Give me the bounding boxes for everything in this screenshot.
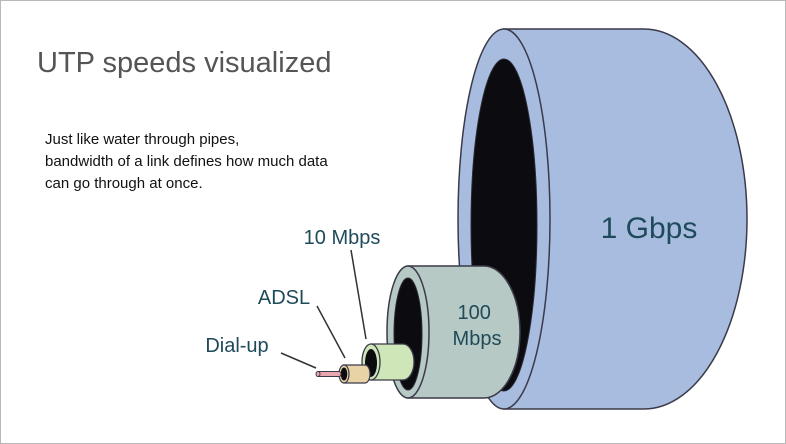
description-text: Just like water through pipes, bandwidth… [45,129,328,195]
pipe-100mbps-body [407,265,521,399]
pipe-1gbps-label: 1 Gbps [601,212,698,245]
pipe-100mbps-label-line-1: 100 [458,302,491,324]
pipe-dialup [315,371,342,377]
label-adsl: ADSL [258,287,310,309]
callout-line-10mbps [350,249,367,340]
pipe-10mbps-body [370,343,415,381]
description-line-1: Just like water through pipes, [45,131,240,148]
description-line-3: can go through at once. [45,175,203,192]
label-10mbps: 10 Mbps [304,227,381,249]
pipe-dialup-body [317,371,342,377]
callout-line-dialup [280,352,317,369]
pipe-10mbps [361,343,415,381]
description-line-2: bandwidth of a link defines how much dat… [45,153,328,170]
pipe-100mbps-label-line-2: Mbps [453,328,502,350]
slide-title: UTP speeds visualized [37,47,332,79]
pipe-adsl-body [343,364,371,384]
pipe-adsl [338,364,371,384]
pipe-100mbps-label: 100 Mbps [453,302,502,350]
callout-line-adsl [316,305,346,359]
label-dialup: Dial-up [205,335,268,357]
pipe-100mbps: 100 Mbps [386,265,521,399]
pipe-1gbps-body [503,28,748,410]
pipe-adsl-opening [340,367,348,381]
pipe-dialup-end-face [315,371,321,377]
